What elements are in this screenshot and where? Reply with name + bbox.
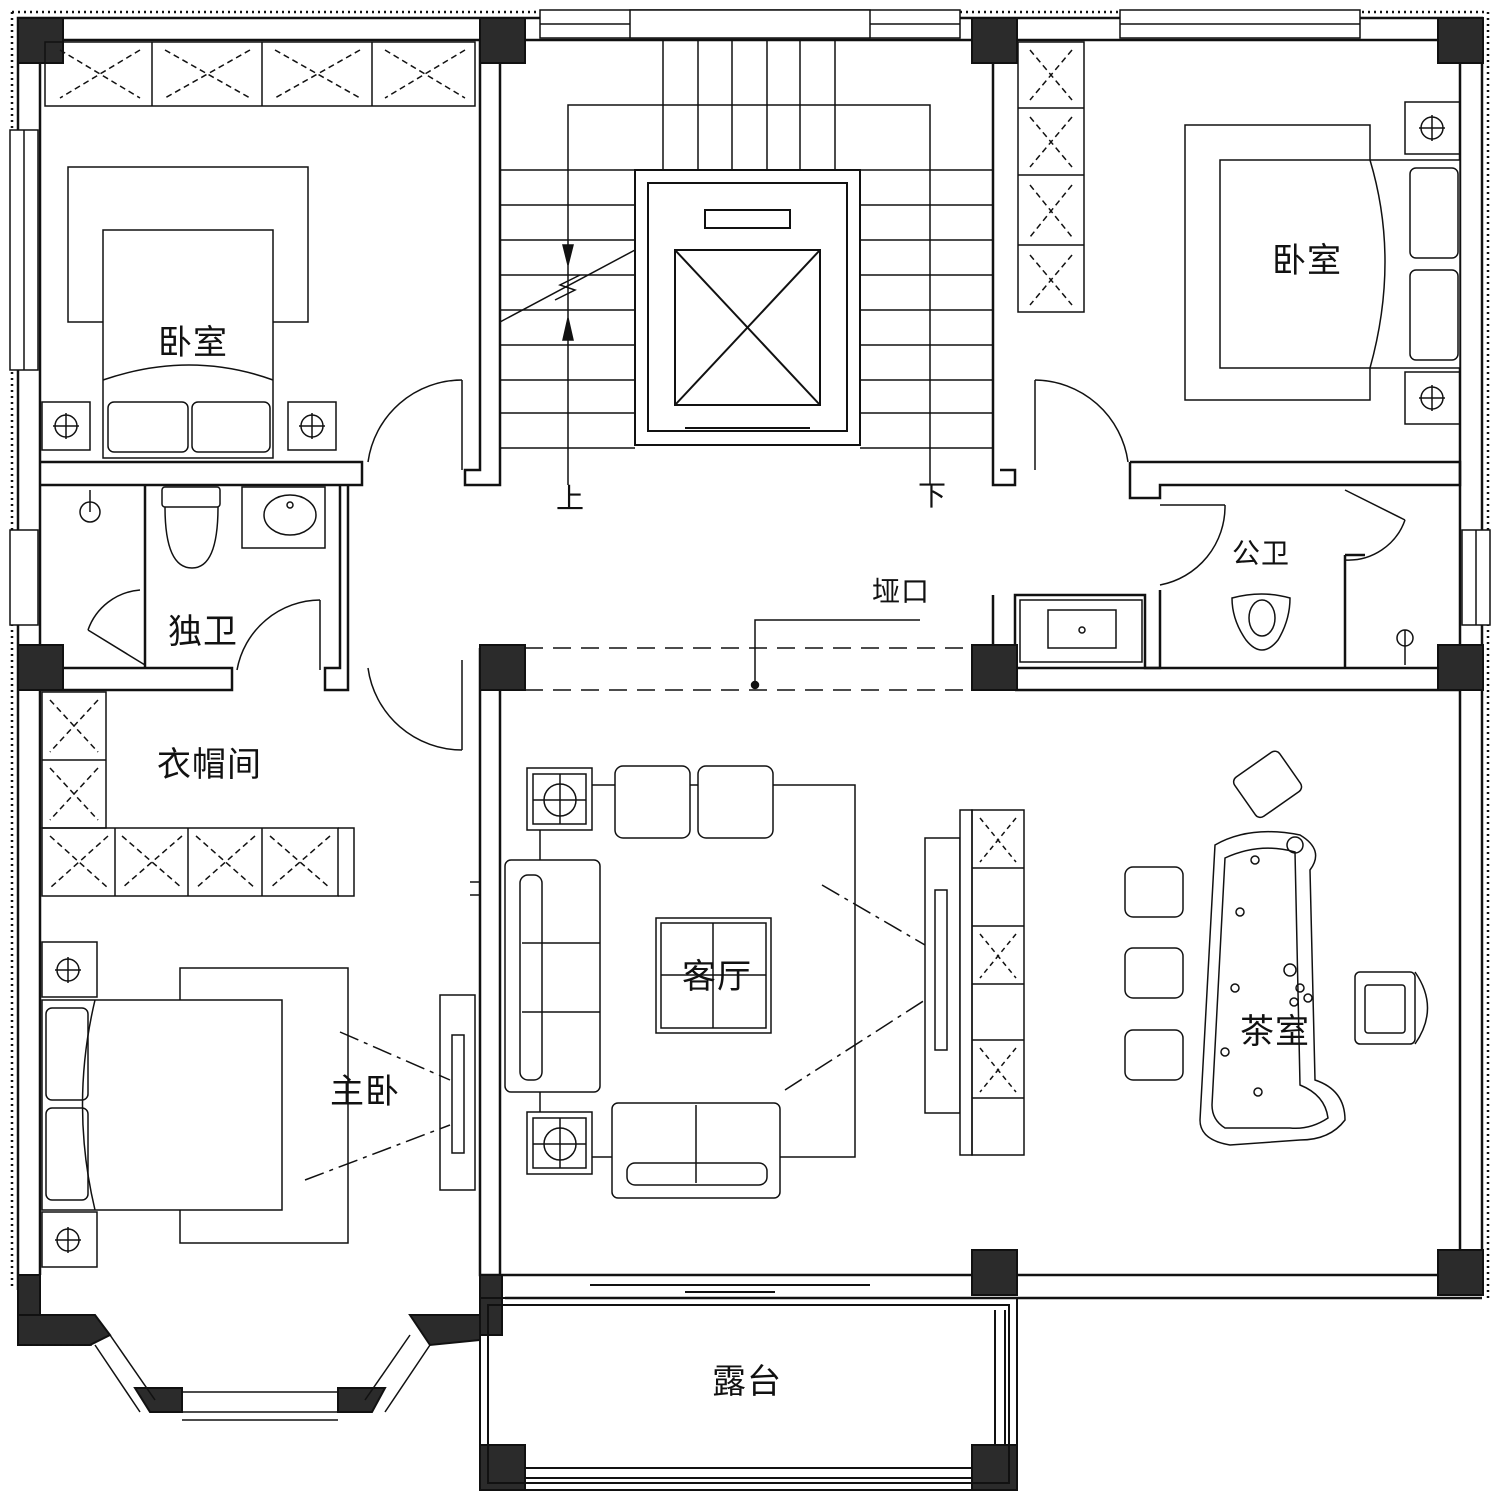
master-furniture: [41, 941, 476, 1268]
tea-furniture: [1124, 750, 1429, 1146]
doors: [87, 379, 1406, 751]
cloak-shelves: [41, 691, 355, 897]
ne-wardrobe: [1017, 41, 1085, 313]
terrace-rails: [479, 1284, 1018, 1491]
columns: [17, 17, 1484, 1491]
opening-dash: [525, 647, 972, 691]
public-bath-fixtures: [1019, 593, 1414, 665]
room-label-bedroom-nw: 卧室: [158, 323, 228, 363]
ne-bed: [1184, 101, 1461, 425]
interior-walls: [40, 40, 1462, 1277]
opening-leader: [750, 619, 920, 690]
room-label-terrace: 露台: [712, 1362, 782, 1402]
stairs: [499, 40, 993, 485]
stair-down-label: 下: [918, 479, 948, 512]
room-label-bedroom-ne: 卧室: [1272, 241, 1342, 281]
bay-window: [18, 1334, 431, 1421]
room-label-master-bedroom: 主卧: [330, 1072, 400, 1112]
nw-bed: [41, 166, 337, 459]
stair-up-label: 上: [556, 482, 586, 515]
room-label-private-bath: 独卫: [168, 612, 238, 652]
opening-label: 垭口: [872, 575, 931, 608]
room-label-public-bath: 公卫: [1232, 537, 1291, 570]
living-furniture: [470, 765, 1025, 1199]
room-label-cloakroom: 衣帽间: [157, 745, 262, 785]
room-label-living-room: 客厅: [682, 957, 752, 997]
nw-wardrobe: [44, 41, 476, 107]
plan-geometry: [9, 9, 1491, 1491]
elevator: [634, 169, 861, 446]
room-label-tea-room: 茶室: [1240, 1012, 1310, 1052]
top-windows: [9, 9, 1491, 626]
private-bath-fixtures: [79, 486, 326, 569]
